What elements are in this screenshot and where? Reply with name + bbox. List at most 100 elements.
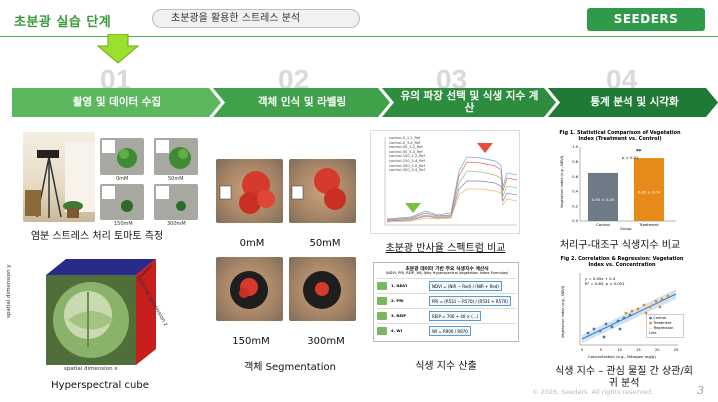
section-title: 초분광 실습 단계 xyxy=(14,15,112,30)
brand-logo: SEEDERS xyxy=(587,8,705,31)
legend-item: control-150_1-2_Ref xyxy=(389,154,425,159)
treatment-point xyxy=(648,305,652,309)
bar-chart-panel: Fig 1. Statistical Comparison of Vegetat… xyxy=(558,130,682,231)
row-name: 4. WI xyxy=(391,328,403,333)
row-name: 1. NDVI xyxy=(391,283,408,288)
fig2-r2: R² = 0.85, p < 0.001 xyxy=(585,281,625,286)
control-point xyxy=(586,331,590,335)
bar-value-label: 0.85 ± 0.04 xyxy=(638,190,661,195)
control-point xyxy=(602,335,606,339)
row-formula: WI = R900 / R970 xyxy=(429,326,471,336)
axis-y-label: spatial dimension y xyxy=(6,264,12,318)
vegetation-index-table: 초분광 데이터 기반 주요 식생지수 계산식 (NDVI, PRI, REIP,… xyxy=(373,262,519,342)
index-caption: 식생 지수 산출 xyxy=(415,361,477,372)
current-step-arrow-icon xyxy=(96,34,140,64)
fig1-xlabel: Group xyxy=(620,226,632,231)
plant-photo-300mM xyxy=(154,184,198,220)
correlation-caption: 식생 지수 – 관심 물질 간 상관/회귀 분석 xyxy=(555,366,693,389)
y-tick-label: 0.0 xyxy=(572,219,578,223)
legend-item: control-0_3-4_Ref xyxy=(389,140,421,145)
row-formula: NDVI = (NIR − Red) / (NIR + Red) xyxy=(429,281,502,291)
plant-photo-150mM xyxy=(100,184,144,220)
treatment-point xyxy=(654,299,658,303)
control-point xyxy=(618,327,622,331)
hyperspectral-cube xyxy=(28,257,178,371)
bar-category-label: Treatment xyxy=(638,222,659,227)
control-point xyxy=(628,313,632,317)
y-tick-label: 1.0 xyxy=(572,145,578,149)
bar-chart: 0.00.20.40.60.81.00.65 ± 0.05Control0.85… xyxy=(572,145,676,227)
fig2-equation: y = 0.05x + 0.4 xyxy=(585,276,616,281)
control-point xyxy=(610,325,614,329)
step-chevron-4 xyxy=(548,88,718,117)
segmentation-300mM xyxy=(289,257,356,321)
control-point xyxy=(592,327,596,331)
axis-x-label: spatial dimension x xyxy=(64,366,118,372)
table-row: 4. WI WI = R900 / R970 xyxy=(377,323,517,337)
row-formula: PRI = (R531 − R570) / (R531 + R570) xyxy=(429,296,511,306)
header-divider xyxy=(0,36,718,37)
fig1-pvalue: p < 0.01 xyxy=(622,155,639,160)
bar-treatment xyxy=(634,158,664,221)
legend-control: ● Control xyxy=(649,316,667,320)
treatment-point xyxy=(644,311,648,315)
treatment-point xyxy=(636,307,640,311)
step-label-4: 통계 분석 및 시각화 xyxy=(590,96,679,108)
photo-label-50mM: 50mM xyxy=(168,176,184,182)
y-tick-label: 0.4 xyxy=(572,190,578,194)
x-tick-label: 15 xyxy=(636,348,641,352)
control-point xyxy=(604,322,608,326)
control-point xyxy=(616,319,620,323)
treatment-point xyxy=(624,311,628,315)
legend-label: Treatment xyxy=(653,321,672,325)
bar-category-label: Control xyxy=(596,222,610,227)
spectrum-caption: 초분광 반사율 스펙트럼 비교 xyxy=(385,243,506,254)
seg-label-150mM: 150mM xyxy=(232,336,270,347)
reflectance-legend: control-0_1-2_Ref control-0_3-4_Ref cont… xyxy=(389,136,455,173)
legend-item: control-300_3-4_Ref xyxy=(389,168,425,173)
step-label-3: 유의 파장 선택 및 식생 지수 계산 xyxy=(400,90,539,114)
cube-caption: Hyperspectral cube xyxy=(51,380,149,391)
control-point xyxy=(622,316,626,320)
y-tick-label: 0.8 xyxy=(572,160,578,164)
reflectance-chart: control-0_1-2_Ref control-0_3-4_Ref cont… xyxy=(370,130,520,234)
copyright: © 2026, Seeders. All rights reserved. xyxy=(532,388,654,396)
row-name: 2. PRI xyxy=(391,298,404,303)
fig2-ylabel: Vegetation Index (e.g., NDVI) xyxy=(561,285,565,338)
photo-label-150mM: 150mM xyxy=(114,221,133,227)
table-title: 초분광 데이터 기반 주요 식생지수 계산식 xyxy=(405,267,489,272)
legend-item: control-50_3-4_Ref xyxy=(389,149,423,154)
table-row: 2. PRI PRI = (R531 − R570) / (R531 + R57… xyxy=(377,293,517,307)
control-point xyxy=(598,329,602,333)
legend-label: Regression Line xyxy=(649,326,674,335)
segmentation-0mM xyxy=(216,159,283,223)
plant-photo-50mM xyxy=(154,138,198,175)
legend-item: control-150_3-4_Ref xyxy=(389,158,425,163)
seg-label-0mM: 0mM xyxy=(239,238,265,249)
measurement-caption: 염분 스트레스 처리 토마토 측정 xyxy=(30,231,164,242)
segmentation-150mM xyxy=(216,257,283,321)
legend-label: Control xyxy=(653,316,667,320)
treatment-point xyxy=(642,303,646,307)
table-row: 3. REIP REIP = 700 + 40 × (...) xyxy=(377,308,517,322)
fig1-title: Fig 1. Statistical Comparison of Vegetat… xyxy=(559,130,681,142)
treatment-point xyxy=(630,309,634,313)
page-number: 3 xyxy=(697,384,704,397)
x-tick-label: 25 xyxy=(674,348,679,352)
scatter-chart-panel: Fig 2. Correlation & Regression: Vegetat… xyxy=(560,256,684,364)
legend-item: control-300_1-2_Ref xyxy=(389,163,425,168)
seg-label-300mM: 300mM xyxy=(307,336,345,347)
x-tick-label: 0 xyxy=(581,348,584,352)
process-banner: 촬영 및 데이터 수집 객체 인식 및 라벨링 유의 파장 선택 및 식생 지수… xyxy=(12,88,718,117)
legend-treatment: ● Treatment xyxy=(649,321,672,325)
x-tick-label: 10 xyxy=(617,348,622,352)
photo-label-0mM: 0mM xyxy=(116,176,129,182)
segmentation-caption: 객체 Segmentation xyxy=(244,362,336,373)
step-chevron-1 xyxy=(12,88,221,117)
fig1-significance: ** xyxy=(636,149,642,155)
row-name: 3. REIP xyxy=(391,313,407,318)
row-formula: REIP = 700 + 40 × (...) xyxy=(429,311,482,321)
x-tick-label: 5 xyxy=(600,348,602,352)
seg-label-50mM: 50mM xyxy=(309,238,341,249)
